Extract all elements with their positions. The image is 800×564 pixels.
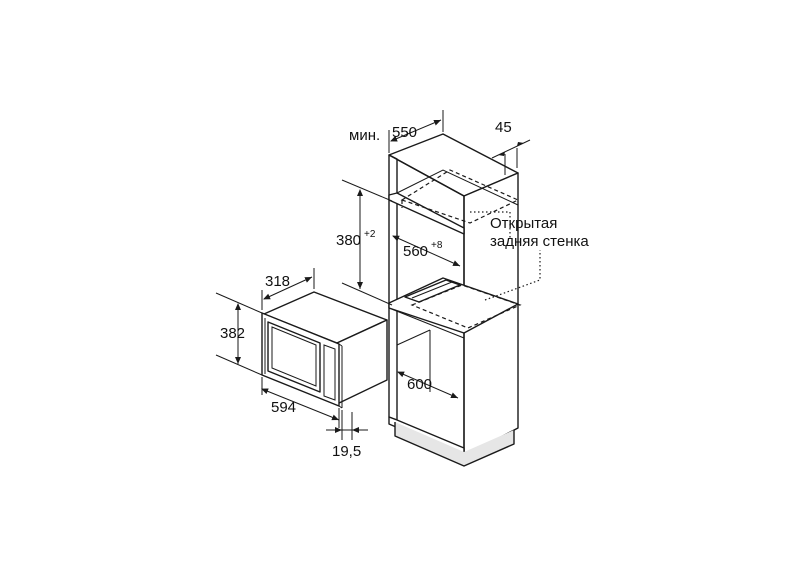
min-width-value: 550	[392, 124, 417, 141]
niche-width-value: 560	[403, 243, 428, 260]
niche-height-tolerance: +2	[364, 229, 376, 240]
min-width-dimension-line	[390, 119, 442, 142]
cabinet-depth-dimension-line	[397, 371, 459, 399]
open-back-label-line2: задняя стенка	[490, 233, 589, 250]
built-in-microwave	[261, 291, 388, 409]
side-gap-dimension-line	[491, 139, 531, 159]
side-gap-value: 45	[495, 119, 512, 136]
min-width-prefix: мин.	[349, 127, 380, 144]
appliance-depth-value: 318	[265, 273, 290, 290]
cabinet-depth-value: 600	[407, 376, 432, 393]
open-back-label-line1: Открытая	[490, 215, 557, 232]
niche-width-dimension-line	[392, 235, 461, 267]
appliance-width-value: 594	[271, 399, 296, 416]
lower-open-back-outline	[410, 284, 522, 329]
upper-open-back-outline	[400, 169, 520, 224]
niche-width-tolerance: +8	[431, 240, 443, 251]
appliance-depth-dimension-line	[263, 276, 313, 300]
cabinet-upper-shelf	[388, 192, 465, 235]
tall-cabinet	[388, 133, 541, 467]
ventilation-strip	[404, 279, 461, 303]
cabinet-dimensions: мин. 550 45 380 +2 560 +8 600 Открытая з…	[336, 110, 589, 399]
cabinet-plinth	[395, 422, 464, 466]
appliance-width-dimension-line	[261, 388, 340, 421]
niche-height-value: 380	[336, 232, 361, 249]
microwave-dimensions: 318 382 594 19,5	[215, 268, 368, 460]
open-back-leader	[470, 211, 511, 240]
frame-depth-value: 19,5	[332, 443, 361, 460]
appliance-height-value: 382	[220, 325, 245, 342]
